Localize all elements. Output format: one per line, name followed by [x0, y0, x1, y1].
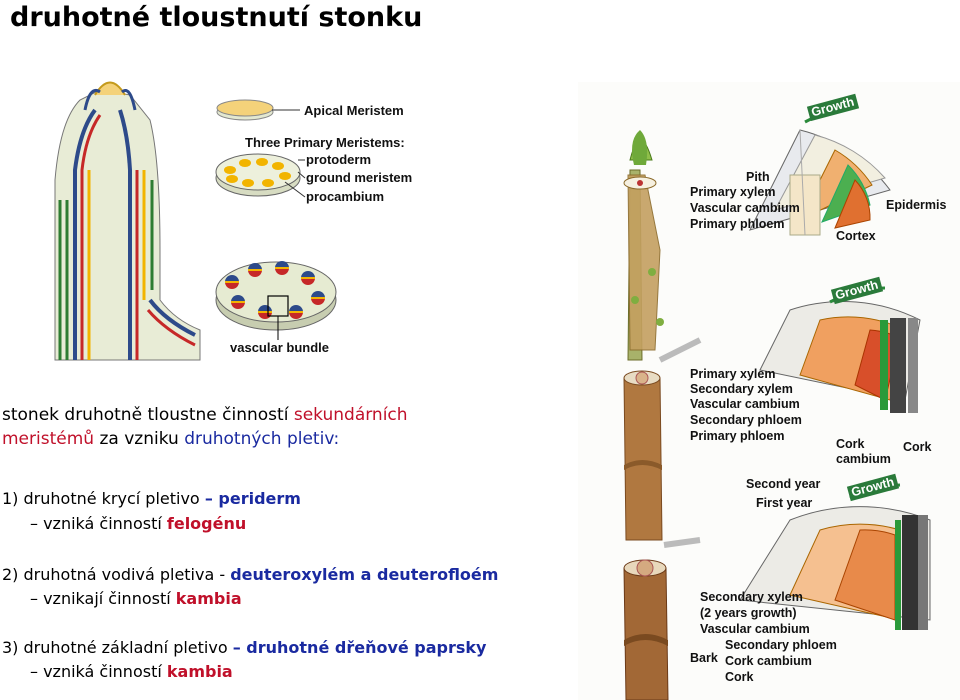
label-primary-xylem-1: Primary xylem: [690, 185, 775, 200]
label-primary-xylem-2: Primary xylem: [690, 367, 775, 382]
label-vascular-cambium-2: Vascular cambium: [690, 397, 800, 412]
label-cork-2: Cork: [903, 440, 931, 455]
label-primary-phloem-2: Primary phloem: [690, 429, 784, 444]
label-two-years-growth: (2 years growth): [700, 606, 797, 621]
label-pith: Pith: [746, 170, 770, 185]
label-secondary-xylem-2: Secondary xylem: [690, 382, 793, 397]
label-epidermis: Epidermis: [886, 198, 946, 213]
label-secondary-phloem-3: Secondary phloem: [725, 638, 837, 653]
label-secondary-phloem-2: Secondary phloem: [690, 413, 802, 428]
label-primary-phloem-1: Primary phloem: [690, 217, 784, 232]
label-secondary-xylem-3: Secondary xylem: [700, 590, 803, 605]
label-first-year: First year: [756, 496, 812, 511]
label-vascular-cambium-1: Vascular cambium: [690, 201, 800, 216]
label-cortex: Cortex: [836, 229, 876, 244]
label-second-year: Second year: [746, 477, 820, 492]
label-cork-cambium-2: Cork cambium: [836, 437, 891, 467]
label-vascular-cambium-3: Vascular cambium: [700, 622, 810, 637]
label-cork-cambium-3: Cork cambium: [725, 654, 812, 669]
label-cork-3: Cork: [725, 670, 753, 685]
label-bark: Bark: [690, 651, 718, 666]
